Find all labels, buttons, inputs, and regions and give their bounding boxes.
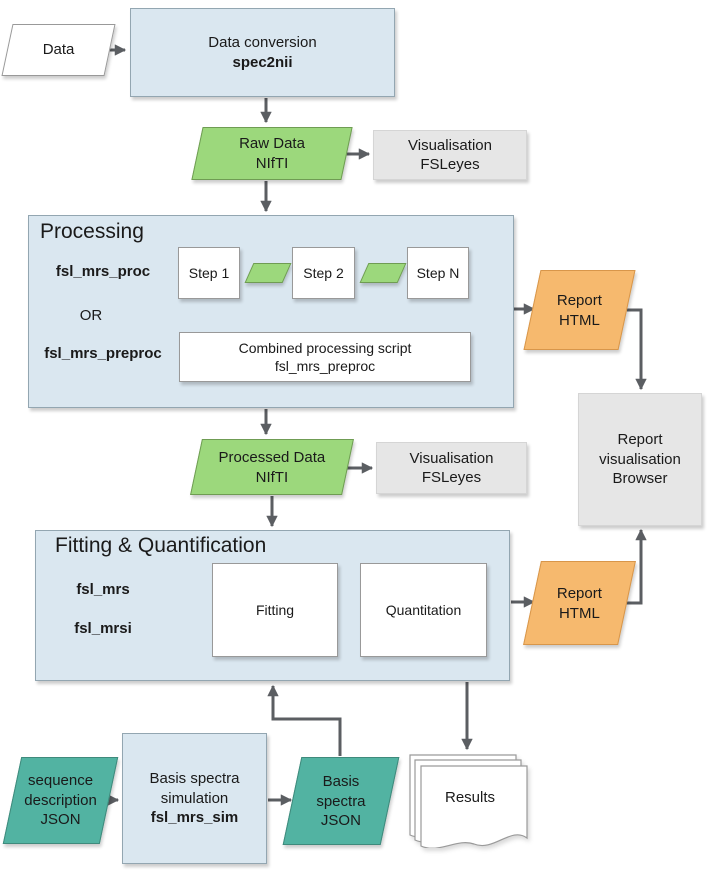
sequence-json-line2: description — [24, 791, 97, 809]
results-label: Results — [444, 789, 496, 806]
fitting-node: Fitting — [212, 563, 338, 657]
quantitation-node: Quantitation — [360, 563, 487, 657]
report-html-upper-node: Report HTML — [523, 270, 636, 350]
data-input-node: Data — [1, 24, 116, 76]
processed-data-nifti-node: Processed Data NIfTI — [190, 439, 354, 495]
step-2-label: Step 2 — [303, 264, 344, 281]
basis-sim-command: fsl_mrs_sim — [150, 809, 239, 827]
step-2-node: Step 2 — [292, 247, 355, 299]
results-documents-icon — [409, 754, 528, 848]
or-label: OR — [79, 307, 103, 324]
basis-spectra-simulation-node: Basis spectra simulation fsl_mrs_sim — [122, 733, 267, 864]
combined-script-line1: Combined processing script — [238, 339, 412, 356]
arrow-report2-to-browser — [626, 528, 647, 605]
basis-sim-line1: Basis spectra — [149, 770, 240, 788]
basis-spectra-json-node: Basis spectra JSON — [282, 757, 400, 845]
visualisation-fsleyes-raw-node: Visualisation FSLeyes — [373, 130, 527, 180]
visualisation-raw-line2: FSLeyes — [420, 156, 480, 173]
raw-data-nifti-node: Raw Data NIfTI — [191, 127, 353, 180]
fsl-mrs-proc-label: fsl_mrs_proc — [55, 263, 151, 280]
visualisation-processed-line2: FSLeyes — [421, 469, 482, 486]
fsl-mrs-label: fsl_mrs — [76, 581, 130, 598]
visualisation-processed-line1: Visualisation — [409, 449, 494, 467]
fitting-label: Fitting — [255, 601, 295, 618]
basis-json-line3: JSON — [320, 811, 361, 829]
step-n-label: Step N — [416, 264, 460, 281]
step-1-node: Step 1 — [178, 247, 240, 299]
raw-data-line2: NIfTI — [255, 154, 289, 172]
basis-json-line1: Basis — [322, 772, 360, 790]
report-browser-line2: visualisation — [599, 450, 681, 468]
fitting-quantification-title: Fitting & Quantification — [55, 534, 267, 557]
combined-script-node: Combined processing script fsl_mrs_prepr… — [179, 332, 471, 382]
report-browser-node: Report visualisation Browser — [578, 393, 702, 526]
step-1-label: Step 1 — [188, 264, 230, 281]
sequence-json-line1: sequence — [27, 772, 94, 790]
data-input-label: Data — [42, 41, 75, 59]
fsl-mrsi-label: fsl_mrsi — [74, 620, 132, 637]
basis-sim-line2: simulation — [160, 789, 229, 807]
data-conversion-title: Data conversion — [208, 34, 317, 51]
quantitation-label: Quantitation — [385, 601, 462, 618]
data-conversion-command: spec2nii — [232, 53, 293, 71]
report-html-lower-line1: Report — [556, 584, 603, 602]
report-html-lower-node: Report HTML — [523, 561, 636, 645]
report-browser-line3: Browser — [612, 470, 668, 488]
data-conversion-node: Data conversion spec2nii — [130, 8, 395, 97]
sequence-json-line3: JSON — [40, 811, 81, 829]
fsl-mrs-preproc-label: fsl_mrs_preproc — [44, 345, 162, 362]
raw-data-line1: Raw Data — [239, 135, 305, 152]
report-html-lower-line2: HTML — [559, 604, 600, 621]
processed-data-line2: NIfTI — [255, 468, 289, 485]
basis-json-line2: spectra — [316, 792, 366, 810]
arrow-report1-to-browser — [627, 308, 647, 391]
combined-script-line2: fsl_mrs_preproc — [274, 358, 376, 374]
report-html-upper-line1: Report — [556, 291, 603, 309]
sequence-description-json-node: sequence description JSON — [2, 757, 119, 844]
step-n-node: Step N — [407, 247, 469, 299]
visualisation-fsleyes-processed-node: Visualisation FSLeyes — [376, 442, 527, 494]
arrow-basisjson-to-fitting — [267, 684, 342, 756]
processed-data-line1: Processed Data — [218, 448, 326, 466]
visualisation-raw-line1: Visualisation — [408, 136, 492, 154]
report-browser-line1: Report — [617, 431, 663, 449]
processing-title: Processing — [40, 220, 144, 243]
report-html-upper-line2: HTML — [559, 311, 600, 328]
